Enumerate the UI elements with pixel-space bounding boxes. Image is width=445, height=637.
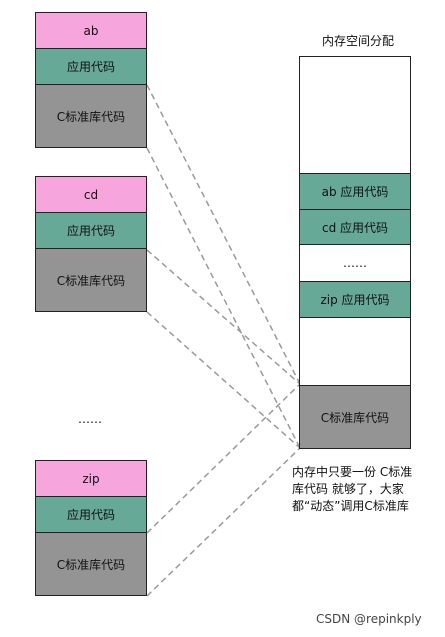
app-ab-code-block: 应用代码: [35, 48, 147, 85]
app-zip-clib-block: C标准库代码: [35, 532, 147, 596]
app-ab-name-block: ab: [35, 12, 147, 49]
caption: 内存中只要一份 C标准 库代码 就够了，大家 都“动态”调用C标准库: [292, 464, 412, 515]
memory-clib: C标准库代码: [299, 385, 411, 449]
memory-ellipsis: ……: [299, 244, 411, 282]
caption-line: 内存中只要一份 C标准: [292, 465, 413, 479]
memory-title: 内存空间分配: [321, 34, 394, 48]
app-ab-clib-block: C标准库代码: [35, 84, 147, 148]
link-line: [146, 84, 301, 385]
app-cd-name-block: cd: [35, 176, 147, 213]
memory-ab-code: ab 应用代码: [299, 173, 411, 210]
link-line: [146, 311, 301, 449]
caption-line: 库代码 就够了，大家: [292, 482, 404, 496]
app-cd-clib-block: C标准库代码: [35, 248, 147, 312]
memory-free-top: [299, 56, 411, 174]
link-line: [146, 447, 301, 597]
link-line: [146, 249, 301, 385]
memory-cd-code: cd 应用代码: [299, 209, 411, 245]
link-line: [146, 383, 301, 534]
left-ellipsis: ……: [78, 412, 102, 426]
memory-zip-code: zip 应用代码: [299, 281, 411, 318]
app-zip-code-block: 应用代码: [35, 496, 147, 533]
link-line: [146, 147, 301, 449]
memory-free-middle: [299, 317, 411, 386]
watermark: CSDN @repinkply: [316, 612, 422, 626]
app-cd-code-block: 应用代码: [35, 212, 147, 249]
caption-line: 都“动态”调用C标准库: [292, 499, 409, 513]
app-zip-name-block: zip: [35, 460, 147, 497]
